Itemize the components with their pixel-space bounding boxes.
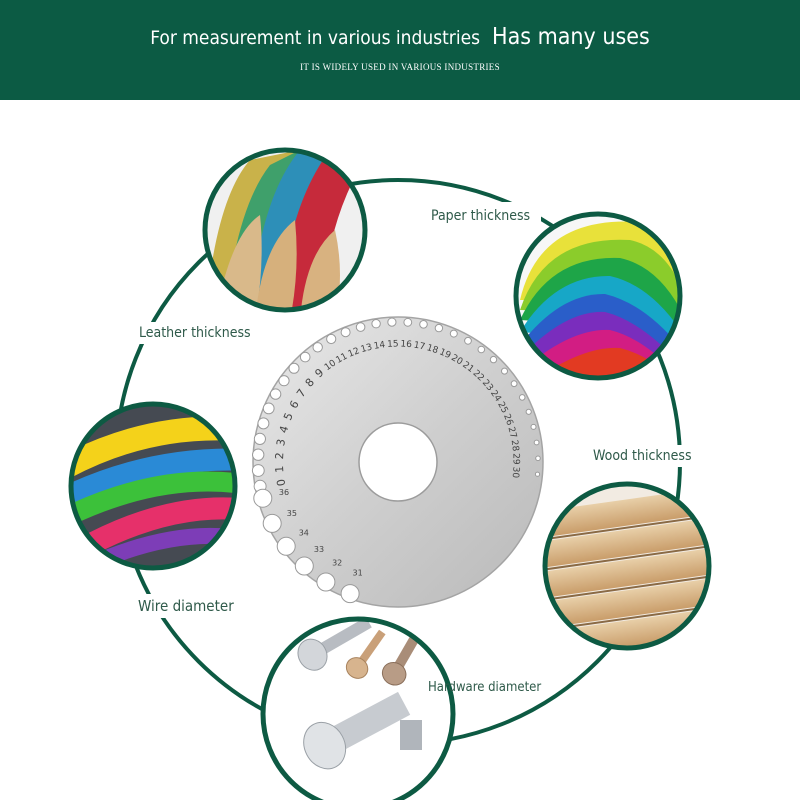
page-title: For measurement in various industries Has… xyxy=(0,24,800,50)
gauge-number: 17 xyxy=(413,341,426,353)
gauge-notch xyxy=(251,464,265,477)
gauge-notch xyxy=(525,408,532,415)
gauge-notch xyxy=(252,448,265,461)
gauge-slot xyxy=(262,513,282,533)
gauge-number: 30 xyxy=(510,466,521,479)
gauge-notch xyxy=(530,423,537,430)
gauge-notch xyxy=(288,362,300,374)
gauge-slot-number: 32 xyxy=(332,559,342,568)
gauge-notch xyxy=(477,345,486,354)
gauge-notch xyxy=(510,380,518,388)
gauge-notch xyxy=(419,320,428,329)
gauge-notch xyxy=(489,355,498,364)
gauge-notch xyxy=(464,336,472,345)
header-banner: For measurement in various industries Has… xyxy=(0,0,800,100)
wire-diameter-label: Wire diameter xyxy=(138,597,234,615)
gauge-notch xyxy=(253,432,266,445)
gauge-number: 12 xyxy=(347,346,361,360)
gauge-number: 1 xyxy=(273,465,286,473)
wire-photo xyxy=(68,401,238,571)
gauge-notch xyxy=(269,388,282,400)
gauge-slot-number: 36 xyxy=(279,488,289,497)
gauge-slot-number: 31 xyxy=(353,568,363,577)
gauge-slot-number: 35 xyxy=(287,509,297,518)
paper-thickness-label: Paper thickness xyxy=(431,208,531,224)
title-emphasis: Has many uses xyxy=(492,24,650,50)
gauge-slot-number: 33 xyxy=(314,545,324,554)
leather-thickness-label: Leather thickness xyxy=(139,325,251,341)
wood-thickness-label: Wood thickness xyxy=(593,448,692,464)
paper-photo xyxy=(513,211,683,381)
gauge-number: 2 xyxy=(273,452,286,460)
gauge-notch xyxy=(501,367,508,375)
page-subtitle: IT IS WIDELY USED IN VARIOUS INDUSTRIES xyxy=(300,62,500,72)
gauge-number: 5 xyxy=(281,411,296,422)
gauge-notch xyxy=(257,417,270,430)
gauge-number: 11 xyxy=(335,352,350,366)
gauge-slot xyxy=(294,556,314,576)
gauge-slot xyxy=(253,488,273,508)
gauge-notch xyxy=(262,402,275,415)
wood-photo xyxy=(542,481,712,651)
gauge-notch xyxy=(449,329,458,338)
hardware-photo xyxy=(260,616,456,800)
gauge-notch xyxy=(299,351,311,363)
gauge-number: 26 xyxy=(501,413,515,428)
gauge-number: 15 xyxy=(387,339,399,349)
gauge-notch xyxy=(403,317,413,327)
gauge-number: 13 xyxy=(360,342,374,355)
gauge-slot xyxy=(276,536,296,556)
gauge-notch xyxy=(326,333,337,345)
gauge-number: 0 xyxy=(274,478,288,487)
title-main: For measurement in various industries xyxy=(150,27,480,49)
gauge-slot-number: 34 xyxy=(299,529,309,538)
gauge-number: 14 xyxy=(373,340,386,352)
gauge-notch xyxy=(518,394,526,401)
leather-photo xyxy=(202,147,368,313)
gauge-notch xyxy=(434,323,444,333)
gauge-number: 4 xyxy=(277,424,291,434)
gauge-notch xyxy=(535,455,541,462)
gauge-number: 19 xyxy=(438,347,453,361)
gauge-notch xyxy=(355,322,366,332)
gauge-notch xyxy=(312,342,323,353)
gauge-slot xyxy=(340,584,360,604)
gauge-number: 3 xyxy=(274,438,288,447)
gauge-number: 25 xyxy=(495,400,509,415)
gauge-center-hole xyxy=(358,422,438,502)
gauge-notch xyxy=(340,327,351,338)
gauge-notch xyxy=(278,375,290,387)
gauge-notch xyxy=(371,319,381,329)
gauge-number: 28 xyxy=(509,439,521,452)
hardware-diameter-label: Hardware diameter xyxy=(428,680,542,695)
gauge-number: 16 xyxy=(400,339,412,350)
gauge-number: 18 xyxy=(425,343,439,356)
gauge-notch xyxy=(387,317,397,327)
gauge-number: 27 xyxy=(505,426,518,440)
gauge-slot xyxy=(316,572,336,592)
gauge-notch xyxy=(534,471,541,477)
gauge-notch xyxy=(533,439,540,446)
gauge-number: 29 xyxy=(510,453,520,465)
